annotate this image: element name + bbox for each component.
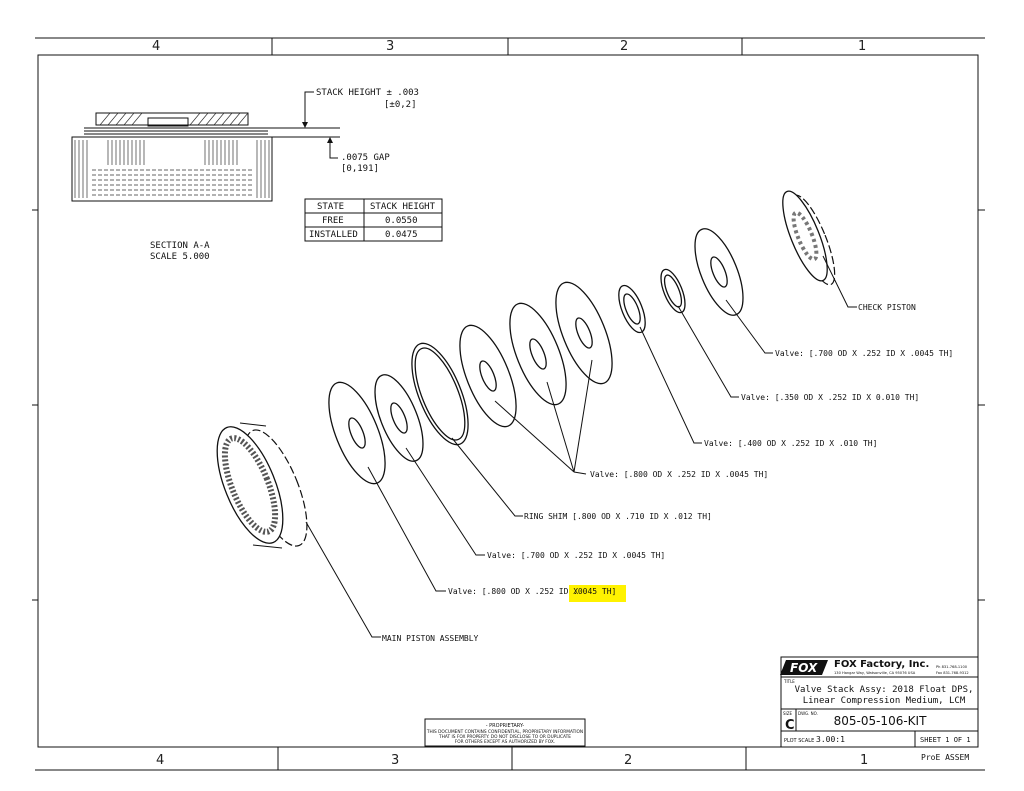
proprietary-title: - PROPRIETARY- bbox=[486, 723, 525, 729]
table-cell-height-free: 0.0550 bbox=[385, 216, 418, 226]
gap-label: .0075 GAP bbox=[341, 153, 390, 163]
highlight-mark bbox=[569, 585, 626, 602]
zone-label-top-4: 4 bbox=[152, 39, 160, 54]
table-header-state: STATE bbox=[317, 202, 344, 212]
shim-valve-800-bottom bbox=[328, 381, 386, 485]
size-value: C bbox=[785, 718, 795, 733]
callout-main-piston: MAIN PISTON ASSEMBLY bbox=[382, 634, 479, 643]
stack-height-metric: [±0,2] bbox=[384, 100, 417, 110]
fox-logo: FOX bbox=[780, 660, 828, 675]
dwg-no-value: 805-05-106-KIT bbox=[834, 714, 927, 728]
section-name: SECTION A-A bbox=[150, 241, 210, 251]
proprietary-line-2: THAT IS FOX PROPERTY. DO NOT DISCLOSE TO… bbox=[438, 734, 571, 740]
drawing-title-line-1: Valve Stack Assy: 2018 Float DPS, bbox=[795, 685, 974, 695]
plot-scale-value: 3.00:1 bbox=[816, 735, 845, 744]
company-name: FOX Factory, Inc. bbox=[834, 659, 929, 670]
size-label: SIZE bbox=[783, 711, 792, 716]
callout-check-piston: CHECK PISTON bbox=[858, 303, 916, 312]
dwg-no-label: DWG. NO. bbox=[798, 711, 818, 716]
drawing-title-line-2: Linear Compression Medium, LCM bbox=[803, 696, 966, 706]
stack-height-label: STACK HEIGHT ± .003 bbox=[316, 88, 419, 98]
section-view bbox=[71, 91, 340, 202]
footer-note: ProE ASSEM bbox=[921, 753, 969, 762]
table-cell-height-installed: 0.0475 bbox=[385, 230, 418, 240]
callout-valve-400: Valve: [.400 OD X .252 ID X .010 TH] bbox=[704, 439, 877, 448]
shim-valve-800-group-2 bbox=[509, 302, 567, 406]
callout-valve-800-group: Valve: [.800 OD X .252 ID X .0045 TH] bbox=[590, 470, 768, 479]
proprietary-line-3: FOR OTHERS EXCEPT AS AUTHORIZED BY FOX. bbox=[455, 739, 555, 745]
main-piston-assembly bbox=[216, 422, 308, 549]
table-cell-state-installed: INSTALLED bbox=[309, 230, 358, 240]
stack-height-table bbox=[304, 198, 443, 242]
leader-lines bbox=[305, 255, 857, 638]
check-piston bbox=[782, 190, 836, 286]
zone-label-top-1: 1 bbox=[858, 39, 866, 54]
shim-valve-800-group-1 bbox=[459, 324, 517, 428]
table-cell-state-free: FREE bbox=[322, 216, 344, 226]
zone-label-top-3: 3 bbox=[386, 39, 394, 54]
title-label: TITLE bbox=[783, 679, 795, 684]
shim-valve-700-bottom bbox=[374, 374, 424, 462]
table-header-stack-height: STACK HEIGHT bbox=[370, 202, 436, 212]
ring-shim bbox=[411, 342, 469, 446]
callout-valve-700-top: Valve: [.700 OD X .252 ID X .0045 TH] bbox=[775, 349, 953, 358]
shim-valve-800-group-3 bbox=[555, 281, 613, 385]
company-address: 130 Hangar Way, Watsonville, CA 95076 US… bbox=[834, 671, 916, 675]
proprietary-line-1: THIS DOCUMENT CONTAINS CONFIDENTIAL, PRO… bbox=[426, 729, 583, 735]
gap-metric: [0,191] bbox=[341, 164, 379, 174]
zone-label-top-2: 2 bbox=[620, 39, 628, 54]
zone-label-bottom-3: 3 bbox=[391, 753, 399, 768]
shim-valve-350 bbox=[660, 268, 686, 314]
zone-label-bottom-2: 2 bbox=[624, 753, 632, 768]
drawing-frame bbox=[32, 37, 985, 771]
fox-logo-text: FOX bbox=[790, 661, 818, 675]
callout-valve-800-bottom-highlight: .0045 TH] bbox=[573, 587, 616, 596]
company-phone: Ph 831-768-1100 bbox=[936, 665, 968, 669]
zone-label-bottom-1: 1 bbox=[860, 753, 868, 768]
section-scale: SCALE 5.000 bbox=[150, 252, 210, 262]
proprietary-box bbox=[424, 718, 586, 747]
plot-scale-label: PLOT SCALE bbox=[784, 738, 814, 744]
zone-label-bottom-4: 4 bbox=[156, 753, 164, 768]
shim-valve-400 bbox=[618, 284, 646, 334]
title-block bbox=[780, 656, 979, 748]
company-fax: Fax 831-768-9312 bbox=[936, 671, 969, 675]
shim-valve-700-top bbox=[694, 228, 744, 316]
callout-valve-800-bottom: Valve: [.800 OD X .252 ID X bbox=[448, 587, 578, 596]
callout-valve-350: Valve: [.350 OD X .252 ID X 0.010 TH] bbox=[741, 393, 919, 402]
sheet-info: SHEET 1 OF 1 bbox=[920, 736, 971, 744]
callout-valve-700-bottom: Valve: [.700 OD X .252 ID X .0045 TH] bbox=[487, 551, 665, 560]
callout-ring-shim: RING SHIM [.800 OD X .710 ID X .012 TH] bbox=[524, 512, 712, 521]
